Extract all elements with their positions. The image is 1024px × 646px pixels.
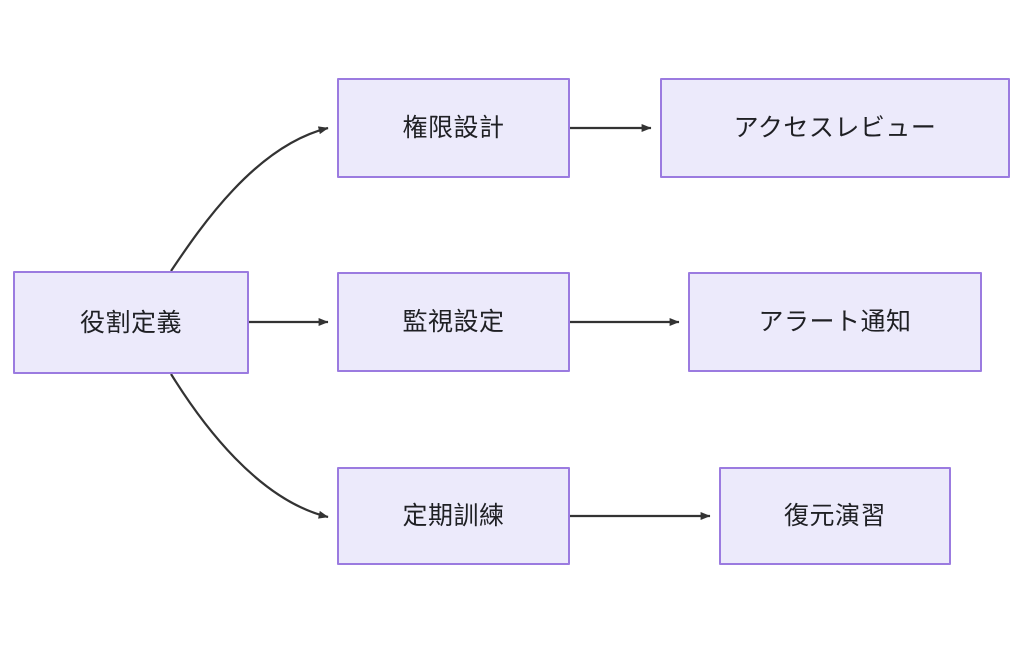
edge-role-to-permission [170, 126, 329, 272]
node-alert-notification[interactable]: アラート通知 [688, 272, 982, 372]
node-label: アクセスレビュー [733, 113, 937, 142]
node-monitoring-setup[interactable]: 監視設定 [337, 272, 570, 372]
edge-role-to-training [170, 373, 329, 519]
node-label: 監視設定 [402, 307, 505, 336]
node-periodic-training[interactable]: 定期訓練 [337, 467, 570, 565]
node-access-review[interactable]: アクセスレビュー [660, 78, 1010, 178]
node-label: 復元演習 [783, 501, 886, 530]
node-label: 定期訓練 [402, 501, 505, 530]
node-permission-design[interactable]: 権限設計 [337, 78, 570, 178]
node-label: 権限設計 [402, 113, 505, 142]
node-label: 役割定義 [79, 307, 182, 337]
node-label: アラート通知 [758, 307, 912, 336]
node-role-definition[interactable]: 役割定義 [13, 271, 249, 374]
node-restore-drill[interactable]: 復元演習 [719, 467, 951, 565]
